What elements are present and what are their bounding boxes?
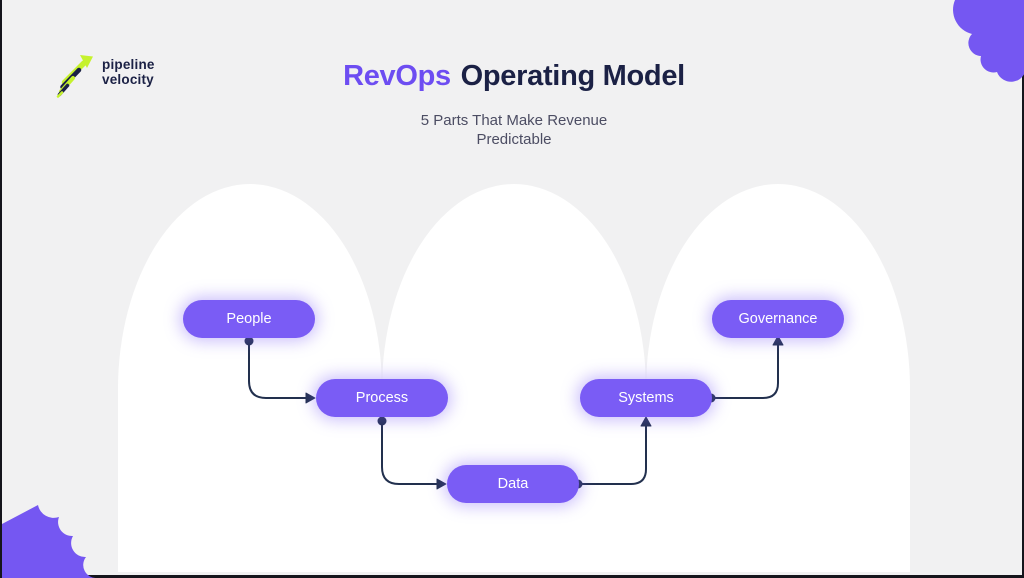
page-title: RevOps Operating Model bbox=[2, 60, 1024, 93]
title-rest: Operating Model bbox=[460, 60, 686, 92]
subtitle-line2: Predictable bbox=[476, 131, 552, 148]
background-arch-left bbox=[118, 184, 382, 572]
brand-name-line1: pipeline bbox=[102, 57, 155, 73]
node-governance: Governance bbox=[712, 300, 844, 338]
node-people: People bbox=[183, 300, 315, 338]
blob-bottom-left bbox=[2, 505, 97, 578]
node-systems: Systems bbox=[580, 379, 712, 417]
background-arch-center bbox=[382, 184, 646, 572]
brand-logo: pipeline velocity bbox=[48, 48, 155, 98]
subtitle-line1: 5 Parts That Make Revenue bbox=[420, 112, 608, 129]
brand-name: pipeline velocity bbox=[102, 58, 155, 87]
title-accent-word: RevOps bbox=[343, 60, 451, 92]
pipeline-velocity-logo-icon bbox=[56, 55, 93, 98]
brand-name-line2: velocity bbox=[102, 72, 154, 87]
background-arch-right bbox=[646, 184, 910, 572]
node-process: Process bbox=[316, 379, 448, 417]
node-data: Data bbox=[447, 465, 579, 503]
